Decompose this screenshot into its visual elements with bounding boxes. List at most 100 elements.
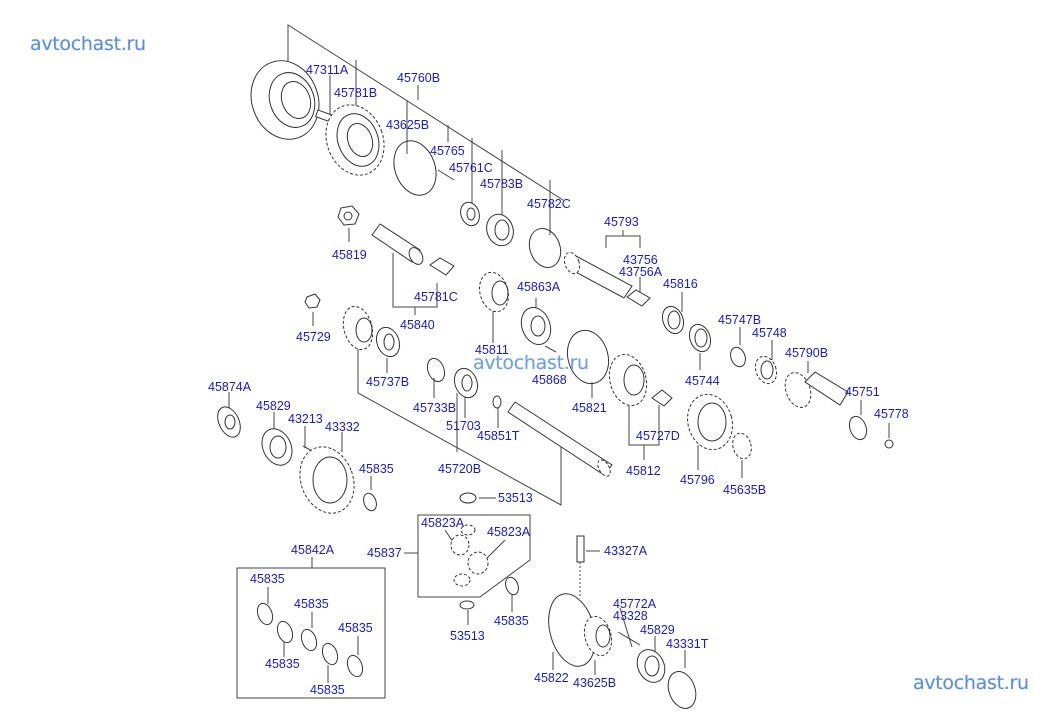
part-45811-gear: [479, 271, 509, 313]
leader-lines: [228, 24, 890, 699]
part-label-43625B-bottom[interactable]: 43625B: [573, 676, 617, 690]
part-label-45819[interactable]: 45819: [332, 248, 367, 262]
part-45874A-washer: [217, 406, 241, 438]
part-label-45729[interactable]: 45729: [296, 330, 331, 344]
part-45819-nut: [337, 205, 360, 226]
part-label-45835-b[interactable]: 45835: [494, 614, 529, 628]
part-label-45821[interactable]: 45821: [572, 401, 607, 415]
part-label-45842A[interactable]: 45842A: [291, 543, 335, 557]
part-45782C-ring: [528, 228, 562, 268]
part-45781B-gear: [325, 104, 385, 176]
part-45851T-ring: [492, 395, 502, 409]
part-label-45737B[interactable]: 45737B: [366, 375, 410, 389]
part-43327A-shaft: [576, 535, 585, 598]
part-label-53513-top[interactable]: 53513: [498, 491, 533, 505]
part-43756-bearing: [626, 289, 651, 307]
part-label-45790B[interactable]: 45790B: [785, 346, 829, 360]
part-label-45751[interactable]: 45751: [845, 385, 880, 399]
part-label-45765[interactable]: 45765: [430, 144, 465, 158]
part-45840-shaft: [371, 223, 424, 265]
part-45751-snap-ring: [848, 415, 868, 441]
part-label-45783B[interactable]: 45783B: [480, 177, 524, 191]
part-45765-bolt: [437, 169, 455, 181]
part-label-45733B[interactable]: 45733B: [413, 401, 457, 415]
part-43331T-ring: [667, 671, 697, 709]
part-label-43327A[interactable]: 43327A: [604, 544, 648, 558]
part-label-45835-kit-3[interactable]: 45835: [338, 621, 373, 635]
part-label-45781C[interactable]: 45781C: [414, 290, 458, 304]
part-label-43331T[interactable]: 43331T: [666, 637, 709, 651]
part-label-45837[interactable]: 45837: [367, 546, 402, 560]
part-45793-shaft: [563, 251, 633, 299]
part-45783B-bearing: [486, 213, 514, 247]
part-45822-differential-case: [548, 593, 613, 667]
part-45829-bearing-left: [261, 428, 293, 466]
part-label-45772A[interactable]: 45772A: [613, 597, 657, 611]
part-label-53513-bottom[interactable]: 53513: [450, 629, 485, 643]
part-label-45796[interactable]: 45796: [680, 473, 715, 487]
part-label-45811[interactable]: 45811: [475, 343, 509, 357]
part-45733B-snap-ring: [426, 357, 446, 383]
part-53513-washer-bottom: [459, 600, 475, 610]
part-label-45793[interactable]: 45793: [604, 215, 639, 229]
part-label-45744[interactable]: 45744: [685, 374, 720, 388]
part-45737B-bearing: [375, 326, 401, 358]
part-label-43756[interactable]: 43756: [623, 253, 658, 267]
part-label-45835-a[interactable]: 45835: [359, 462, 394, 476]
part-label-45874A[interactable]: 45874A: [208, 380, 252, 394]
part-45835-shim: [363, 492, 377, 512]
part-label-45812[interactable]: 45812: [626, 464, 661, 478]
part-45829-bearing-right: [636, 649, 666, 683]
part-label-43756A[interactable]: 43756A: [619, 265, 663, 279]
part-label-45829-left[interactable]: 45829: [256, 399, 291, 413]
part-label-43328[interactable]: 43328: [613, 609, 648, 623]
part-label-45727D[interactable]: 45727D: [636, 429, 680, 443]
part-45747B-ring: [730, 346, 746, 368]
part-label-45829-right[interactable]: 45829: [640, 623, 675, 637]
part-45778-clip: [884, 439, 894, 449]
part-label-47311A[interactable]: 47311A: [306, 63, 349, 77]
part-label-45778[interactable]: 45778: [874, 407, 909, 421]
part-label-45781B[interactable]: 45781B: [334, 86, 378, 100]
part-label-43332[interactable]: 43332: [325, 420, 360, 434]
part-label-45748[interactable]: 45748: [752, 326, 787, 340]
part-43625B-ring: [393, 140, 437, 196]
part-label-45760B[interactable]: 45760B: [397, 71, 441, 85]
part-45796-sleeve-gear: [687, 393, 733, 451]
part-label-45747B[interactable]: 45747B: [718, 313, 762, 327]
part-label-45863A[interactable]: 45863A: [517, 280, 561, 294]
part-45729-nut: [304, 293, 321, 309]
part-label-51703[interactable]: 51703: [446, 419, 481, 433]
part-45727D-sleeve: [651, 389, 673, 407]
part-label-45835-kit-4[interactable]: 45835: [265, 657, 300, 671]
part-45772A-pin: [617, 631, 641, 646]
watermark-center: avtochast.ru: [473, 352, 589, 374]
part-47311A-housing: [250, 60, 320, 140]
part-label-45822[interactable]: 45822: [534, 671, 569, 685]
part-label-45835-kit-2[interactable]: 45835: [294, 597, 329, 611]
part-label-43213[interactable]: 43213: [288, 412, 323, 426]
part-45868-screw: [544, 345, 557, 353]
part-45781C-sleeve: [429, 257, 455, 276]
part-45748-needle-bearing: [754, 355, 778, 385]
part-label-45761C[interactable]: 45761C: [449, 161, 493, 175]
part-label-45720B[interactable]: 45720B: [438, 462, 482, 476]
part-label-43625B-top[interactable]: 43625B: [386, 118, 430, 132]
part-label-45823A-2[interactable]: 45823A: [487, 525, 531, 539]
part-45761C-washer: [460, 201, 480, 227]
part-45790B-shaft: [784, 371, 849, 408]
part-label-45868[interactable]: 45868: [532, 373, 567, 387]
part-label-45840[interactable]: 45840: [400, 318, 435, 332]
part-45635B-needle-bearing: [732, 432, 752, 460]
part-45842A-shim-kit: [256, 602, 364, 678]
part-label-45782C[interactable]: 45782C: [527, 197, 571, 211]
part-label-45851T[interactable]: 45851T: [477, 429, 520, 443]
part-label-45835-kit-1[interactable]: 45835: [250, 572, 285, 586]
part-label-45816[interactable]: 45816: [663, 277, 698, 291]
watermark-bottom-right: avtochast.ru: [913, 672, 1029, 694]
part-label-45835-kit-5[interactable]: 45835: [310, 683, 345, 697]
part-label-45823A-1[interactable]: 45823A: [421, 516, 465, 530]
part-43332-ring-gear: [299, 446, 355, 514]
part-label-45635B[interactable]: 45635B: [723, 483, 767, 497]
